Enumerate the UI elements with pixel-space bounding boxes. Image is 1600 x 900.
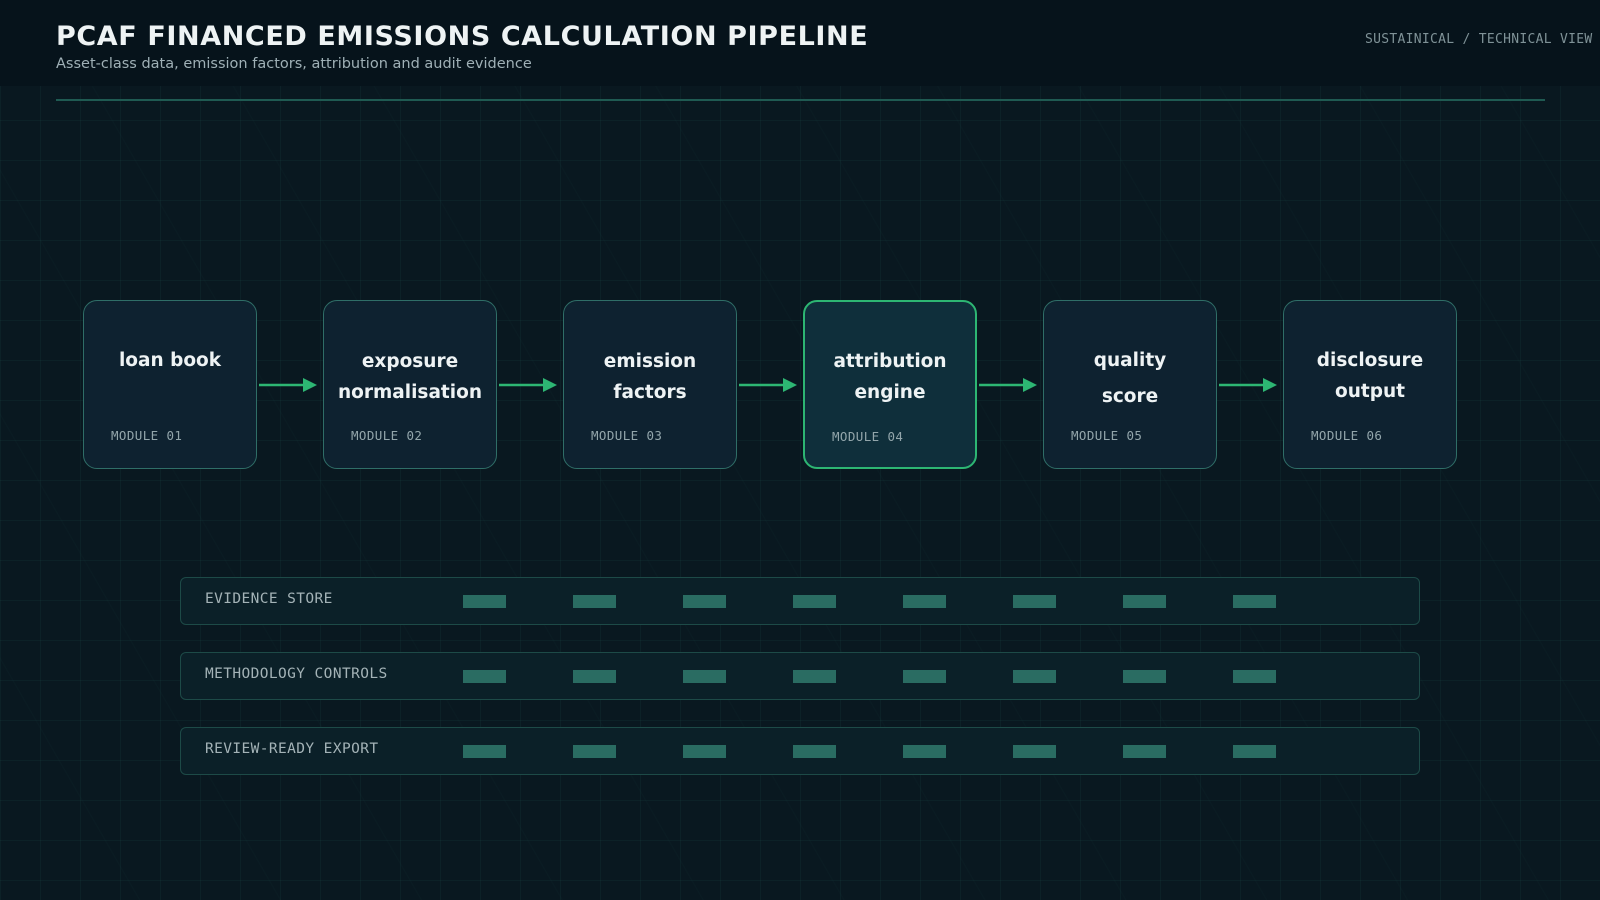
evidence-cell (1013, 745, 1056, 758)
flow-arrow-icon (499, 376, 559, 394)
module-card-exposure-normalisation[interactable]: exposure normalisation MODULE 02 (323, 300, 497, 469)
evidence-cell (793, 745, 836, 758)
module-card-emission-factors[interactable]: emission factors MODULE 03 (563, 300, 737, 469)
module-number: MODULE 03 (591, 428, 663, 443)
lane-label: REVIEW-READY EXPORT (205, 741, 379, 757)
flow-arrow-icon (259, 376, 319, 394)
evidence-cell (463, 745, 506, 758)
module-number: MODULE 01 (111, 428, 183, 443)
evidence-cell (793, 595, 836, 608)
module-number: MODULE 05 (1071, 428, 1143, 443)
evidence-cell (1233, 670, 1276, 683)
evidence-cell (683, 595, 726, 608)
evidence-cell (1233, 745, 1276, 758)
module-card-disclosure-output[interactable]: disclosure output MODULE 06 (1283, 300, 1457, 469)
page-subtitle: Asset-class data, emission factors, attr… (56, 56, 532, 72)
evidence-cell (903, 745, 946, 758)
evidence-cell (1233, 595, 1276, 608)
module-card-loan-book[interactable]: loan book MODULE 01 (83, 300, 257, 469)
module-title: emission factors (603, 351, 697, 403)
evidence-cell (463, 670, 506, 683)
lane-review-ready-export: REVIEW-READY EXPORT (180, 727, 1420, 775)
evidence-cell (903, 595, 946, 608)
module-card-quality-score[interactable]: quality score MODULE 05 (1043, 300, 1217, 469)
evidence-cell (1013, 595, 1056, 608)
module-number: MODULE 02 (351, 428, 423, 443)
evidence-cell (1123, 745, 1166, 758)
evidence-cell (1123, 670, 1166, 683)
view-tag: SUSTAINICAL / TECHNICAL VIEW (1365, 32, 1593, 47)
evidence-cell (573, 595, 616, 608)
flow-arrow-icon (1219, 376, 1279, 394)
lane-label: METHODOLOGY CONTROLS (205, 666, 388, 682)
evidence-cell (903, 670, 946, 683)
module-title: quality score (1093, 350, 1167, 407)
lane-methodology-controls: METHODOLOGY CONTROLS (180, 652, 1420, 700)
evidence-cell (683, 745, 726, 758)
evidence-cell (793, 670, 836, 683)
module-title: attribution engine (833, 351, 947, 403)
header-divider (56, 99, 1545, 101)
flow-arrow-icon (979, 376, 1039, 394)
evidence-cell (573, 670, 616, 683)
evidence-cell (683, 670, 726, 683)
evidence-cell (573, 745, 616, 758)
module-title: disclosure output (1316, 350, 1424, 402)
module-title: loan book (118, 350, 222, 371)
evidence-cell (463, 595, 506, 608)
evidence-cell (1123, 595, 1166, 608)
module-number: MODULE 04 (832, 429, 904, 444)
evidence-cell (1013, 670, 1056, 683)
lane-evidence-store: EVIDENCE STORE (180, 577, 1420, 625)
page-title: PCAF FINANCED EMISSIONS CALCULATION PIPE… (56, 21, 869, 52)
header-bar: PCAF FINANCED EMISSIONS CALCULATION PIPE… (0, 0, 1600, 86)
module-card-attribution-engine[interactable]: attribution engine MODULE 04 (803, 300, 977, 469)
flow-arrow-icon (739, 376, 799, 394)
module-title: exposure normalisation (337, 351, 482, 403)
module-number: MODULE 06 (1311, 428, 1383, 443)
lane-label: EVIDENCE STORE (205, 591, 333, 607)
